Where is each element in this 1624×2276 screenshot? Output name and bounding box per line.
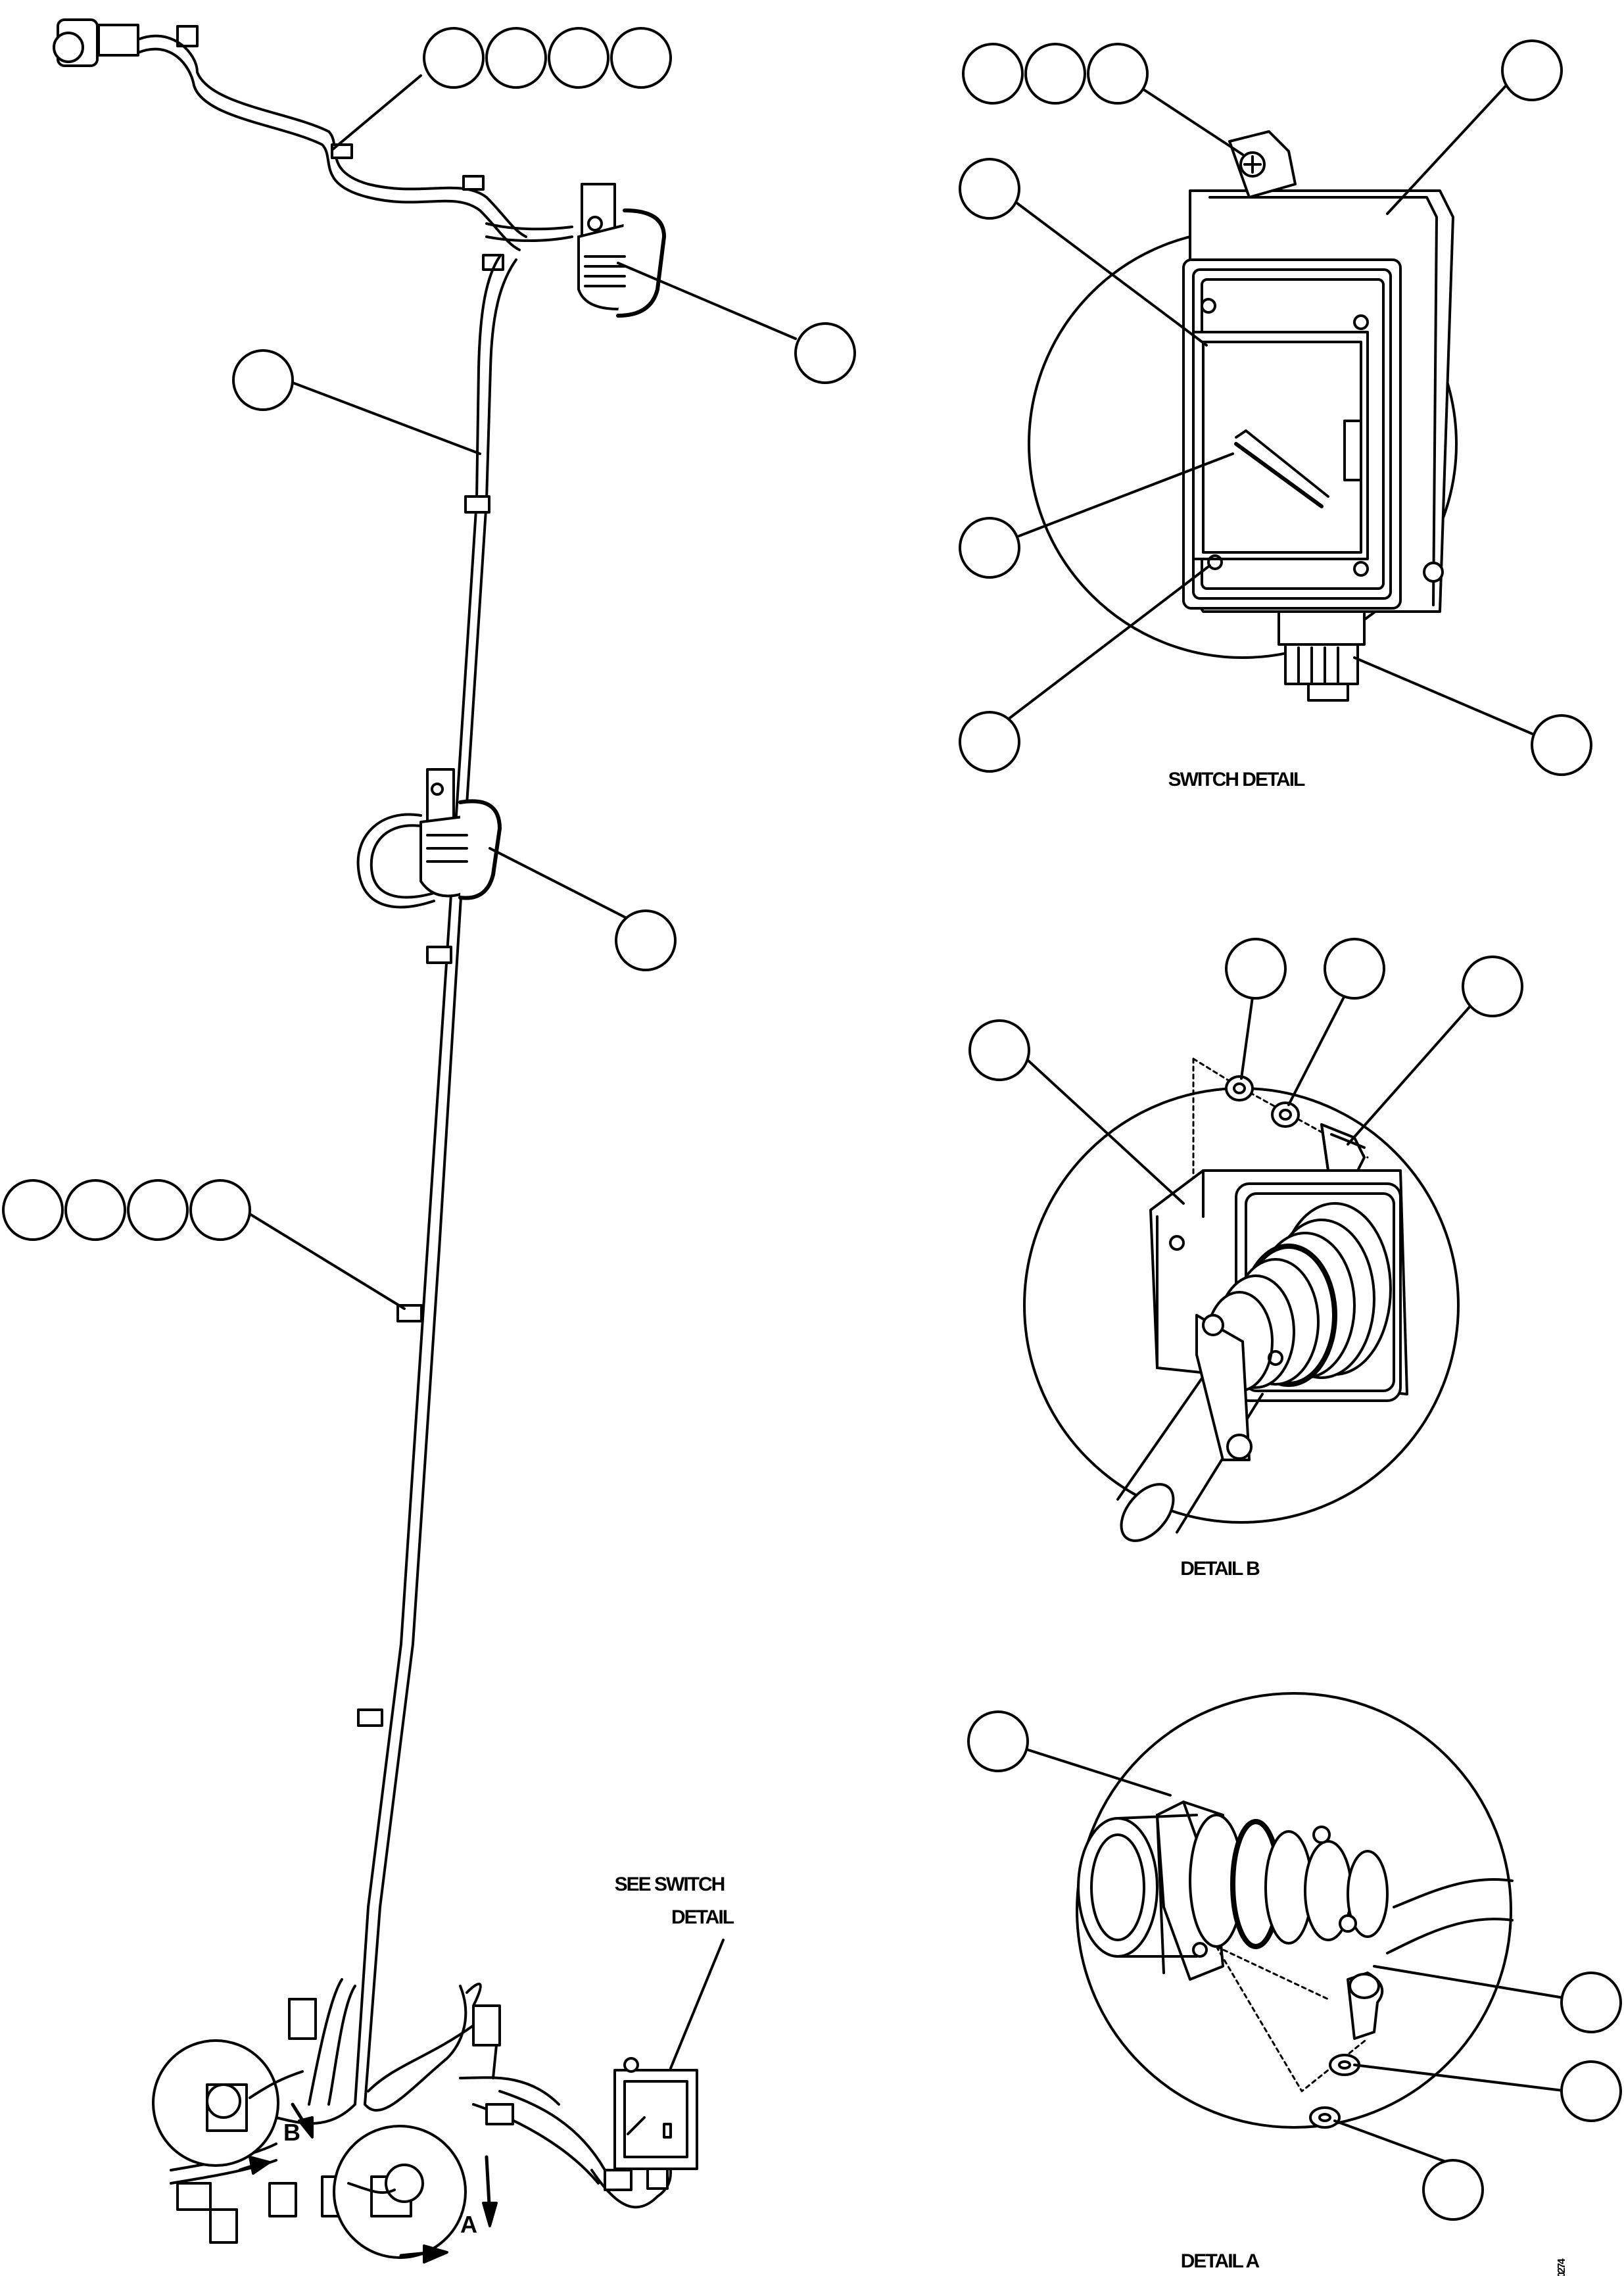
callout-circle [64, 1179, 126, 1241]
callout-circle [485, 27, 547, 89]
callout-circle [548, 27, 609, 89]
callout-circle [189, 1179, 251, 1241]
top-switch-connector [53, 18, 199, 67]
callout-circle [1422, 2159, 1484, 2221]
callout-circle [610, 27, 672, 89]
detail-a-label: DETAIL A [1181, 2250, 1260, 2272]
callout-circle [1024, 43, 1086, 105]
detail-a-locator [333, 2125, 498, 2264]
callout-circle [959, 158, 1020, 220]
see-switch-label-line2: DETAIL [671, 1906, 734, 1928]
callout-circle [1324, 938, 1385, 1000]
switch-detail-view [1028, 130, 1458, 702]
callout-circle [1560, 1972, 1622, 2033]
callout-circle [127, 1179, 189, 1241]
leader-lines [242, 74, 1573, 2168]
bottom-switch-box [613, 2057, 698, 2190]
detail-b-letter: B [283, 2119, 300, 2146]
callout-circle [794, 322, 856, 384]
detail-b-label: DETAIL B [1180, 1558, 1260, 1580]
callout-circle [959, 711, 1020, 773]
callout-circle [2, 1179, 64, 1241]
callout-circle [968, 1019, 1030, 1081]
main-harness [53, 18, 725, 2264]
callout-circle [1462, 956, 1523, 1017]
middle-work-light [356, 768, 502, 909]
callout-circle [1531, 714, 1592, 776]
detail-a-letter: A [460, 2211, 477, 2238]
figure-code: 0274 [1556, 2258, 1567, 2276]
upper-work-light [577, 183, 666, 318]
detail-a-view [1076, 1692, 1514, 2129]
detail-b-locator [152, 2039, 314, 2175]
callout-circle [232, 349, 294, 411]
callout-circle [423, 27, 485, 89]
detail-b-view [1023, 1057, 1460, 1542]
callout-circle [959, 517, 1020, 579]
callout-circle [1560, 2060, 1622, 2122]
callout-circle [615, 909, 677, 971]
callout-circle [1087, 43, 1149, 105]
callout-circle [967, 1710, 1029, 1772]
callout-circle [1225, 938, 1287, 1000]
callout-circles [2, 27, 1622, 2221]
callout-circle [1501, 39, 1563, 101]
see-switch-label-line1: SEE SWITCH [615, 1874, 725, 1895]
switch-detail-label: SWITCH DETAIL [1168, 769, 1305, 790]
callout-circle [962, 43, 1024, 105]
